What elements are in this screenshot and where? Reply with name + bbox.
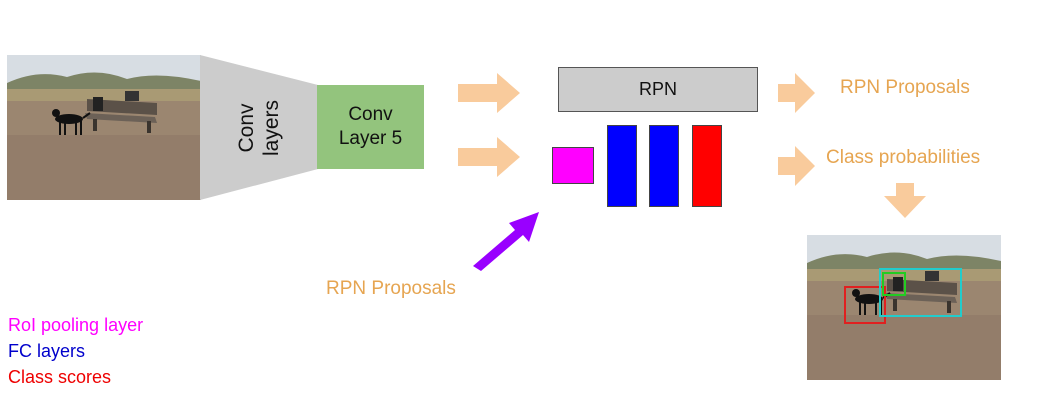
dog-bench-detections-icon [807, 235, 1001, 380]
arrow-class-probs-out [778, 146, 815, 186]
arrow-rpn-proposals-out [778, 73, 815, 113]
class-probabilities-label: Class probabilities [826, 147, 981, 168]
rpn-label: RPN [638, 79, 677, 99]
legend-roi-pooling: RoI pooling layer [8, 315, 144, 335]
output-image [807, 235, 1001, 380]
legend-class-scores: Class scores [8, 367, 112, 387]
roi-pooling-block [552, 147, 594, 184]
dog-bench-photo-icon [7, 55, 201, 200]
fc-layer-block-2 [649, 125, 679, 207]
bbox-bench [879, 268, 962, 317]
input-image [7, 55, 201, 200]
rpn-box: RPN [558, 67, 758, 112]
conv-layer-5-label: Conv Layer 5 [338, 104, 403, 149]
rpn-proposals-output-label: RPN Proposals [840, 77, 970, 98]
legend-fc-layers: FC layers [8, 341, 86, 361]
conv-layers-funnel [200, 55, 318, 200]
rpn-proposals-input-label: RPN Proposals [326, 278, 456, 299]
bbox-backpack [882, 272, 906, 296]
bbox-dog [844, 286, 886, 324]
fc-layer-block-1 [607, 125, 637, 207]
class-scores-block [692, 125, 722, 207]
conv-layer-5-box: Conv Layer 5 [317, 85, 424, 169]
arrow-proposals-in [473, 212, 539, 271]
arrow-to-rpn [458, 73, 520, 113]
arrow-down-to-output [884, 183, 926, 218]
arrow-to-roi [458, 137, 520, 177]
